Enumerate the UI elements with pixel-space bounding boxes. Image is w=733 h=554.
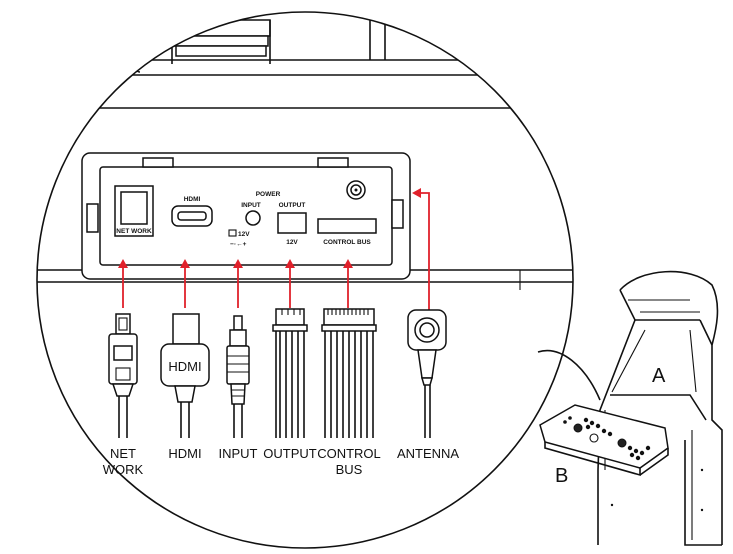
power-voltage-label: 12V	[238, 231, 250, 238]
power-input-jack	[245, 210, 261, 226]
output-port-label: OUTPUT	[279, 202, 306, 209]
network-label-line2: WORK	[103, 462, 144, 477]
network-port-label: NET WORK	[116, 228, 152, 235]
cabinet-marquee-front	[619, 289, 700, 321]
cabinet-screw	[610, 503, 614, 507]
panel-side-clip	[391, 199, 404, 229]
panel-clip	[317, 157, 349, 168]
input-label: INPUT	[219, 446, 258, 461]
trackball	[589, 433, 599, 443]
output-voltage-label: 12V	[286, 239, 298, 246]
control-bus-port-label: CONTROL BUS	[323, 239, 371, 246]
network-cable	[108, 313, 138, 438]
antenna-cable	[407, 309, 447, 438]
input-arrow-head	[233, 259, 243, 268]
control-deck-side	[639, 448, 669, 476]
panel-side-clip	[86, 203, 99, 233]
control-bus-label-line2: BUS	[336, 462, 363, 477]
network-label-line1: NET	[110, 446, 136, 461]
network-arrow-head	[118, 259, 128, 268]
input-power-cable	[226, 315, 250, 438]
hdmi-cable: HDMI	[160, 313, 210, 438]
power-symbol-icon	[228, 229, 237, 237]
arcade-cabinet: A B	[537, 270, 723, 546]
hdmi-plug-text: HDMI	[168, 359, 201, 374]
connector-panel: NET WORK HDMI POWER INPUT 12V −◦←+ OUTPU…	[81, 152, 411, 280]
antenna-arrow-head	[412, 188, 421, 198]
network-port-opening	[120, 191, 148, 225]
cabinet-lower-body	[597, 440, 722, 546]
hdmi-label: HDMI	[168, 446, 201, 461]
hdmi-arrow-head	[180, 259, 190, 268]
magnifier-leader-line	[537, 349, 601, 401]
control-bus-port	[317, 218, 377, 234]
cabinet-screw	[700, 468, 704, 472]
cabinet-side-profile	[619, 270, 723, 545]
cabinet-marquee-lines	[628, 299, 700, 313]
control-buttons	[563, 416, 651, 461]
mounting-block	[171, 19, 271, 64]
joystick-left	[573, 423, 583, 433]
cabinet-screw	[700, 508, 704, 512]
control-deck-front	[544, 442, 641, 477]
hdmi-port-inner	[177, 211, 207, 221]
control-panel-callout: B	[555, 465, 568, 487]
magnifier-outline	[36, 11, 574, 549]
power-polarity-label: −◦←+	[230, 241, 247, 248]
power-input-label: INPUT	[241, 202, 261, 209]
antenna-arrow	[420, 192, 430, 310]
cabinet-callout: A	[652, 365, 666, 387]
hdmi-port-label: HDMI	[184, 196, 201, 203]
antenna-label: ANTENNA	[397, 446, 459, 461]
cable-labels: NET WORK HDMI INPUT OUTPUT CONTROL BUS A…	[103, 446, 460, 477]
frame-top-edge	[99, 45, 573, 61]
frame-post	[369, 12, 386, 60]
output-port	[277, 212, 307, 234]
cabinet-top-edge	[699, 319, 713, 346]
output-cable	[272, 308, 308, 438]
antenna-port-pin	[354, 188, 358, 192]
output-label: OUTPUT	[263, 446, 317, 461]
cabinet-screen-bottom	[610, 394, 707, 421]
control-bus-arrow-head	[343, 259, 353, 268]
control-bus-cable	[321, 308, 377, 438]
output-arrow-head	[285, 259, 295, 268]
magnifier-view: NET WORK HDMI POWER INPUT 12V −◦←+ OUTPU…	[36, 11, 574, 549]
power-label: POWER	[256, 191, 281, 198]
control-deck	[539, 404, 669, 469]
connection-arrows	[118, 188, 430, 310]
joystick-right	[617, 438, 627, 448]
control-bus-label-line1: CONTROL	[317, 446, 381, 461]
cabinet-screen-sides	[611, 329, 697, 393]
panel-clip	[142, 157, 174, 168]
